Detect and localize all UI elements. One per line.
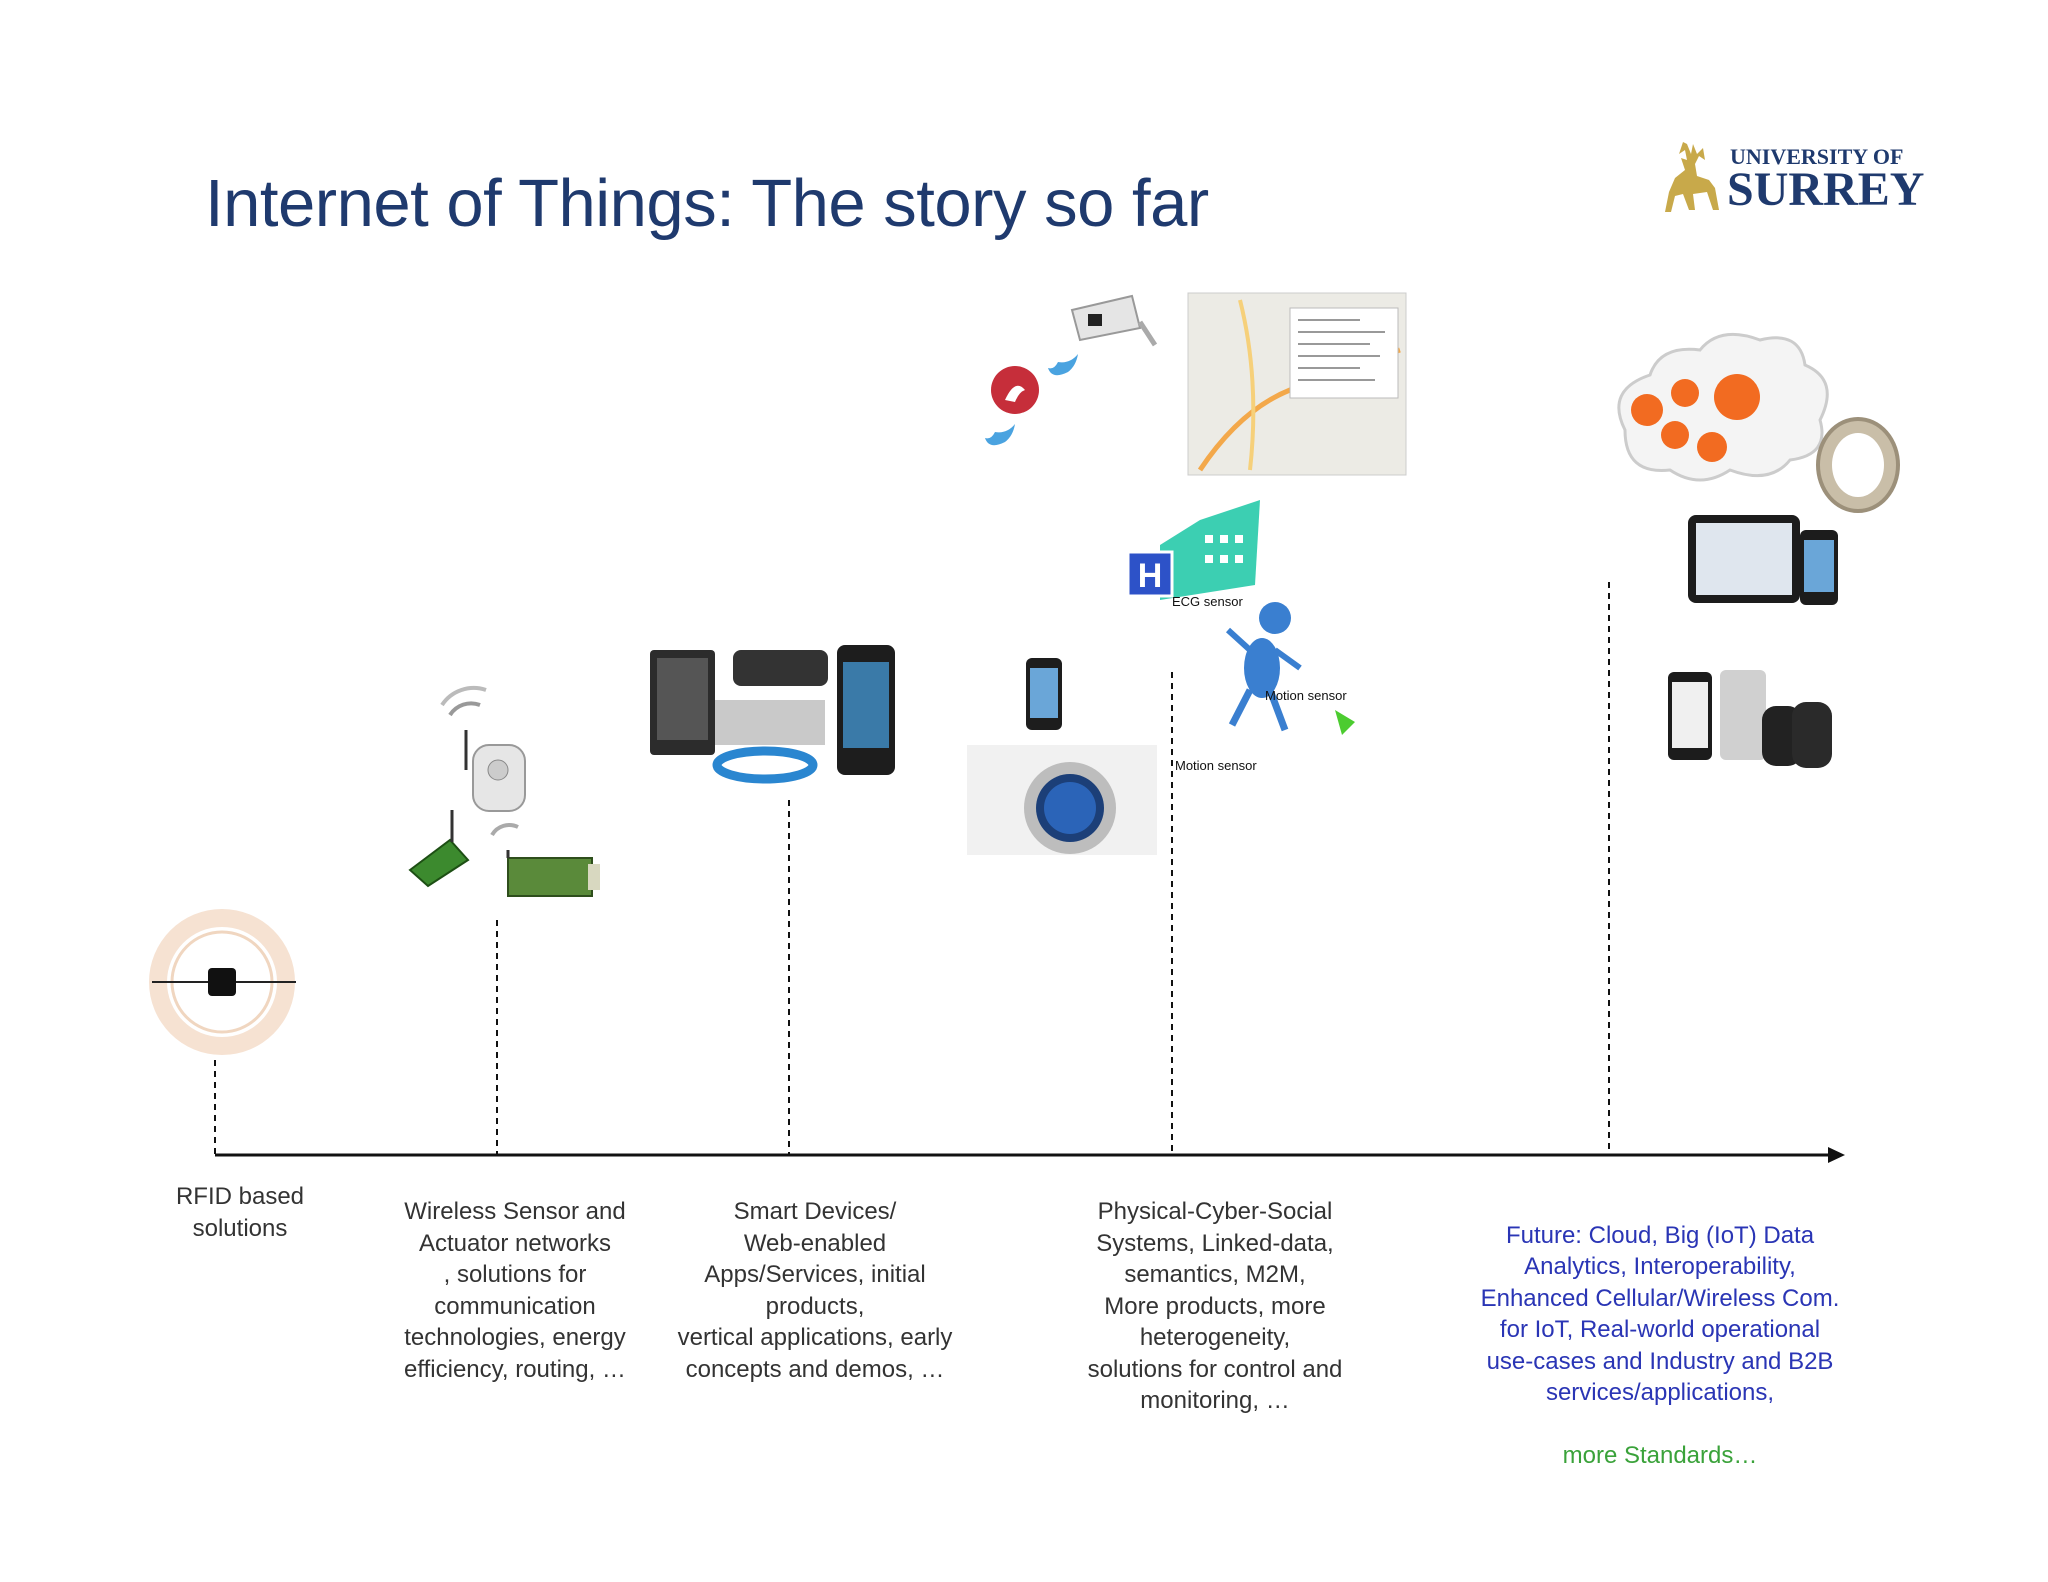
smart-devices-icon bbox=[650, 645, 895, 784]
timeline-axis bbox=[215, 1147, 1845, 1163]
motion-sensor-label-2: Motion sensor bbox=[1175, 758, 1257, 773]
page-title: Internet of Things: The story so far bbox=[205, 166, 1209, 241]
milestone-label-pcs: Physical-Cyber-Social Systems, Linked-da… bbox=[1087, 1198, 1343, 1414]
cloud-devices-icon bbox=[1617, 332, 1900, 768]
svg-text:H: H bbox=[1138, 557, 1163, 595]
stag-icon bbox=[1665, 142, 1719, 212]
future-text: Future: Cloud, Big (IoT) Data Analytics,… bbox=[1480, 1221, 1840, 1407]
milestone-label-future: Future: Cloud, Big (IoT) Data Analytics,… bbox=[1440, 1188, 1880, 1472]
hospital-sensor-icon: H bbox=[1126, 500, 1355, 735]
milestone-label-rfid: RFID based solutions bbox=[175, 1183, 305, 1242]
camera-icon bbox=[1070, 294, 1158, 347]
milestone-label-wsn: Wireless Sensor and Actuator networks , … bbox=[404, 1198, 626, 1383]
ecg-sensor-label: ECG sensor bbox=[1172, 594, 1243, 609]
university-logo: UNIVERSITY OF SURREY bbox=[1655, 136, 1935, 226]
logo-line2: SURREY bbox=[1727, 163, 1925, 216]
wireless-sensor-icon bbox=[408, 686, 600, 897]
phone-thermostat-icon bbox=[967, 658, 1157, 855]
rfid-tag-icon bbox=[149, 909, 296, 1055]
logo-line1: UNIVERSITY OF bbox=[1730, 144, 1904, 169]
motion-sensor-label-1: Motion sensor bbox=[1265, 688, 1347, 703]
milestone-label-smart-devices: Smart Devices/ Web-enabled Apps/Services… bbox=[677, 1198, 953, 1383]
standards-text: more Standards… bbox=[1562, 1442, 1758, 1469]
milestone-markers bbox=[214, 582, 1610, 1155]
social-media-icon bbox=[985, 354, 1078, 446]
map-icon bbox=[1187, 292, 1407, 476]
